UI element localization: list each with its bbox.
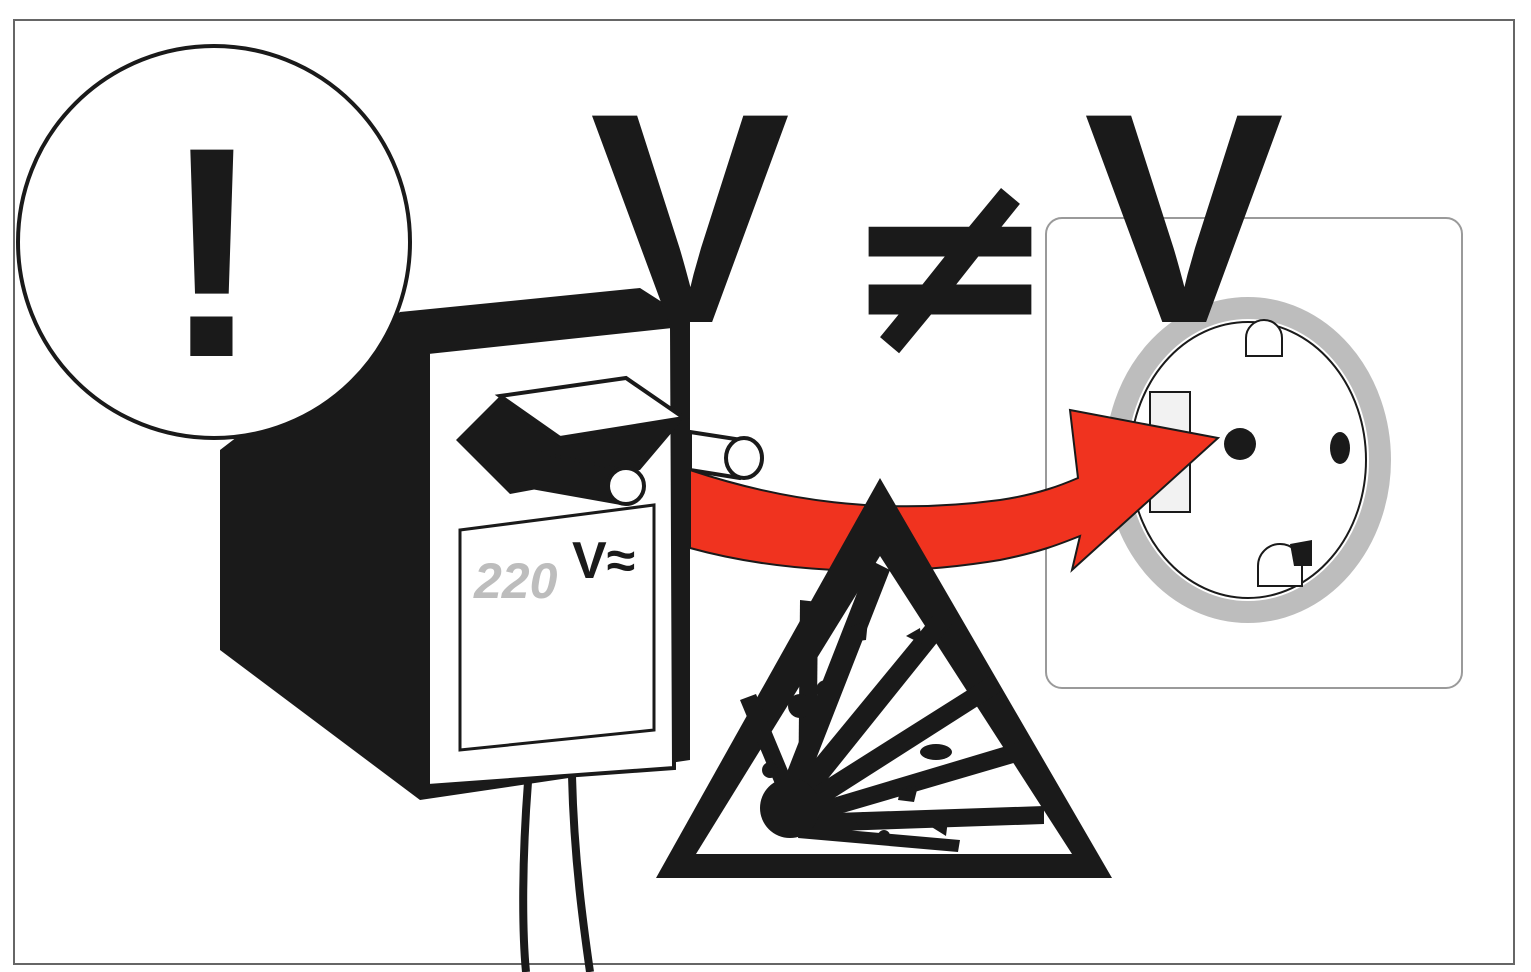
voltage-symbol-right: V	[1084, 50, 1286, 386]
plug-pin-upper-tip	[726, 438, 762, 478]
socket-hole-left	[1224, 428, 1256, 460]
adapter-rating-unit: V≈	[572, 532, 635, 590]
adapter-rating-value: 220	[473, 553, 558, 609]
not-equal-symbol: ≠	[841, 112, 1059, 414]
socket-hole-right	[1330, 432, 1350, 464]
exclamation-mark: !	[162, 84, 262, 420]
exclamation-circle-icon: !	[18, 46, 410, 438]
adapter-cable-left	[523, 782, 528, 972]
voltage-symbol-left: V	[590, 50, 792, 386]
plug-pin-lower-tip	[608, 468, 644, 504]
socket-clip-bottom-dark	[1290, 540, 1312, 566]
